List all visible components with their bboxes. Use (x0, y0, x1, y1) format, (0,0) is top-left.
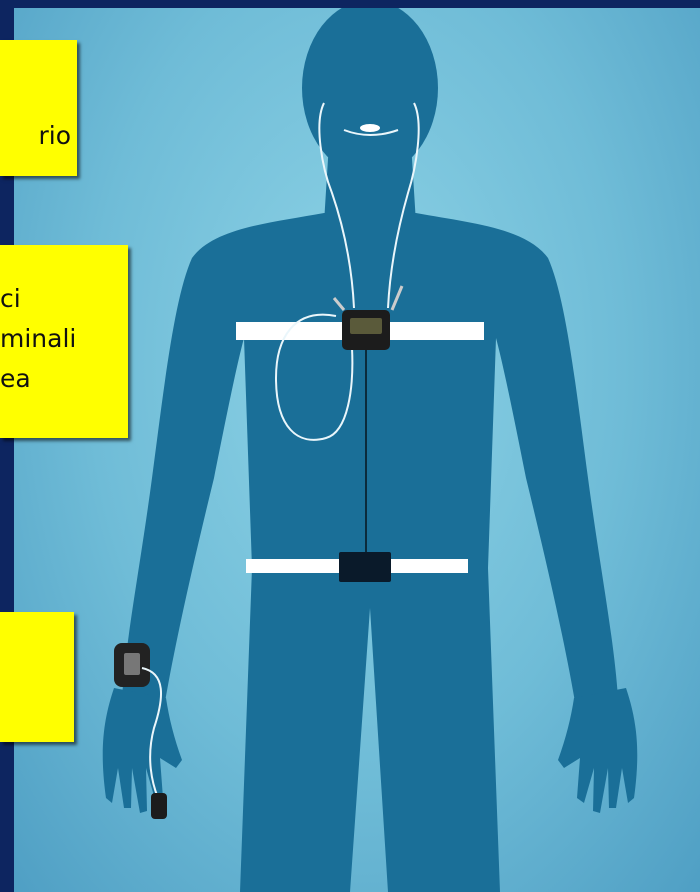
label-box-middle: ci minali ea (0, 245, 128, 438)
nasal-prong (360, 124, 380, 132)
label-middle-line-1: ci (0, 279, 76, 319)
label-middle-line-3: ea (0, 359, 76, 399)
label-box-bottom (0, 612, 74, 742)
abdominal-sensor (339, 552, 391, 582)
body-sensor-illustration (14, 8, 700, 892)
human-silhouette (103, 8, 638, 892)
label-middle-line-2: minali (0, 319, 76, 359)
label-top-text: rio (38, 116, 71, 156)
human-silhouette-figure (14, 8, 700, 892)
label-box-top: rio (0, 40, 77, 176)
